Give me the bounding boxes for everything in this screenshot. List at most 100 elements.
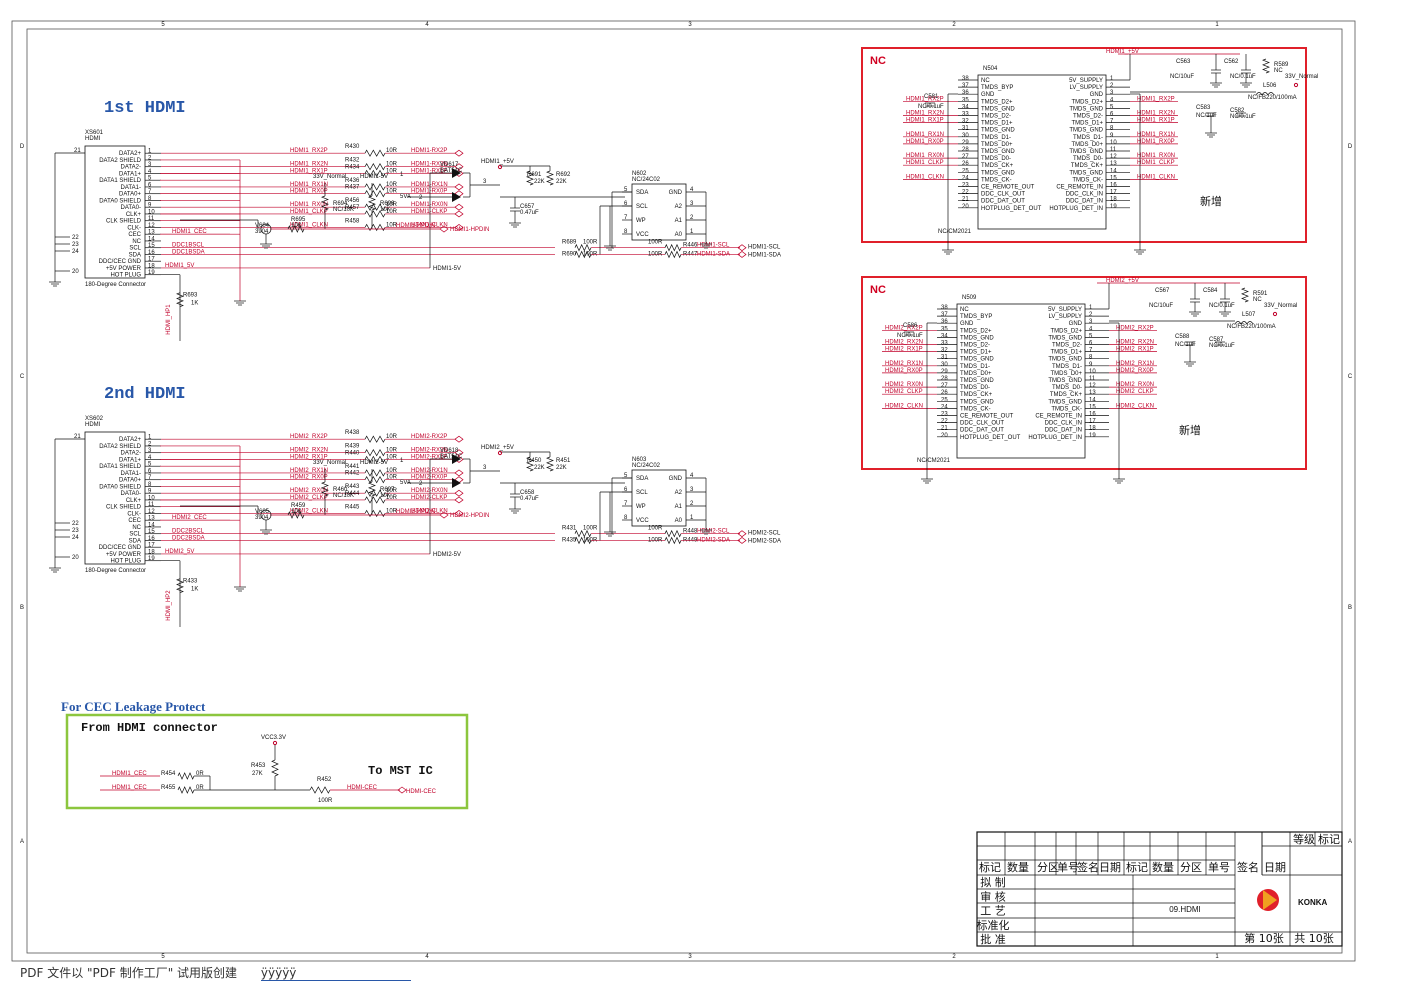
cm-right-pin: TMDS_GND [1069, 149, 1103, 155]
test-point-icon [1272, 311, 1278, 317]
cm-note: 新增 [1179, 423, 1201, 437]
cec-vcc: VCC3.3V [261, 735, 286, 741]
resistor [526, 456, 534, 472]
pin-label: DATA0- [121, 491, 141, 497]
eeprom-pin-num: 6 [624, 487, 628, 493]
pin-label: DATA1- [121, 471, 141, 477]
cap-b-val: NC/0.1uF [1209, 303, 1235, 309]
cm-right-pin: 5V_SUPPLY [1048, 307, 1082, 313]
r-ref: R591 [1253, 291, 1268, 297]
tb-col-label: 日期 [1099, 861, 1121, 874]
cm-left-num: 26 [941, 390, 948, 396]
resistor [364, 448, 386, 457]
pin-number: 4 [148, 169, 152, 175]
cm-body [956, 303, 1086, 459]
net-5v: HDMI2_5V [165, 549, 194, 555]
inductor-val: NC/FB220/100mA [1248, 95, 1297, 101]
cm-left-num: 27 [962, 154, 969, 160]
pullup-ref-a: R450 [527, 458, 542, 464]
test-point-icon [497, 450, 503, 456]
cm-left-num: 28 [962, 147, 969, 153]
cm-left-pin: TMDS_D2+ [981, 99, 1013, 105]
resistor [574, 529, 592, 538]
cm-right-pin: TMDS_GND [1048, 357, 1082, 363]
outer-frame [11, 20, 1356, 962]
cm-left-num: 21 [962, 197, 969, 203]
zone-col-top: 5 [161, 22, 165, 28]
out-net: HDMI2-RX2P [411, 434, 447, 440]
net-label: HDMI1_RX2N [290, 162, 328, 168]
pin-pin24: 24 [72, 535, 79, 541]
cm-left-pin: TMDS_CK+ [981, 163, 1014, 169]
cm-left-pin: DDC_DAT_OUT [981, 199, 1025, 205]
resistor [287, 225, 305, 233]
cm-right-pin: TMDS_D0- [1073, 156, 1103, 162]
resistor [271, 759, 279, 777]
connector-body [84, 431, 146, 565]
hpd-v694: NC/10K [333, 207, 354, 213]
port-arrow-icon [454, 210, 464, 218]
pin-pin20: 20 [72, 555, 79, 561]
cm-left-num: 35 [941, 326, 948, 332]
pin-label: DATA1- [121, 185, 141, 191]
cm-left-pin: NC [981, 78, 990, 84]
hpd-port: HDMI2-HPDIN [450, 513, 489, 519]
cap-d-ref: C587 [1209, 337, 1224, 343]
resistor [364, 203, 386, 211]
pin-label: CLK- [127, 225, 141, 231]
pin-label: DATA0+ [119, 192, 141, 198]
cm-left-pin: TMDS_GND [981, 149, 1015, 155]
net-cec: HDMI1_CEC [172, 229, 207, 235]
pin-number: 4 [148, 455, 152, 461]
pin-number: 14 [148, 522, 155, 528]
cm-right-num: 2 [1089, 312, 1093, 318]
footer-link[interactable]: ÿÿÿÿÿ [260, 966, 411, 981]
cap-a-val: NC/10uF [1170, 74, 1194, 80]
pin-number: 8 [148, 482, 152, 488]
resistor-ref: R445 [345, 504, 360, 510]
out-net: HDMI1-RX1P [411, 168, 447, 174]
pin-pin23: 23 [72, 242, 79, 248]
cm-right-num: 18 [1089, 426, 1096, 432]
cm-left-pin: CE_REMOTE_OUT [960, 414, 1014, 420]
pin-number: 11 [148, 216, 155, 222]
cm-right-num: 7 [1110, 119, 1114, 125]
eeprom-pin: GND [669, 476, 683, 482]
port-arrow-icon [454, 510, 464, 517]
tb-role: 审 核 [980, 889, 1006, 903]
ddc-res-b: R435 [562, 537, 577, 543]
cm-right-net: HDMI1_RX2N [1137, 111, 1175, 117]
cm-left-net: HDMI2_RX2P [885, 325, 923, 331]
cm-power-net: HDMI1_+5V [1106, 49, 1139, 55]
tb-col-label: 标记 [1126, 860, 1148, 874]
pin-number: 18 [148, 549, 155, 555]
resistor [177, 772, 195, 780]
pin-number: 12 [148, 509, 155, 515]
eeprom-pin: SCL [636, 490, 648, 496]
cm-right-pin: TMDS_D2- [1073, 114, 1103, 120]
transistor-ref: V605 [255, 509, 270, 515]
cm-right-pin: DDC_DAT_IN [1066, 199, 1103, 205]
resistor-value: 10R [386, 162, 398, 168]
diode-pin-3: 3 [483, 179, 487, 185]
pin-pin20: 20 [72, 269, 79, 275]
cm-left-num: 32 [962, 119, 969, 125]
tb-col-label: 标记 [979, 860, 1001, 874]
resistor [364, 149, 386, 157]
pin-label: DDC/CEC GND [99, 259, 142, 265]
port-arrow-icon [737, 251, 747, 258]
cm-left-num: 33 [962, 112, 969, 118]
resistor-ref: R443 [345, 484, 360, 490]
pin-label: SCL [129, 246, 141, 252]
diode-pin-2: 2 [419, 481, 423, 487]
cm-left-pin: TMDS_D1+ [981, 121, 1013, 127]
pin-label: NC [132, 239, 141, 245]
cm-left-net: HDMI2_CLKN [885, 403, 923, 409]
cap-value: 0.47uF [520, 496, 539, 502]
net-sda: DDC2BSDA [172, 535, 205, 541]
resistor-value: 10R [386, 454, 398, 460]
cec-out-port: HDMI-CEC [406, 789, 437, 795]
out-net: HDMI2-RX2N [411, 448, 448, 454]
pin-label: DATA1+ [119, 171, 141, 177]
net-label: HDMI2_CLKN [290, 508, 328, 514]
